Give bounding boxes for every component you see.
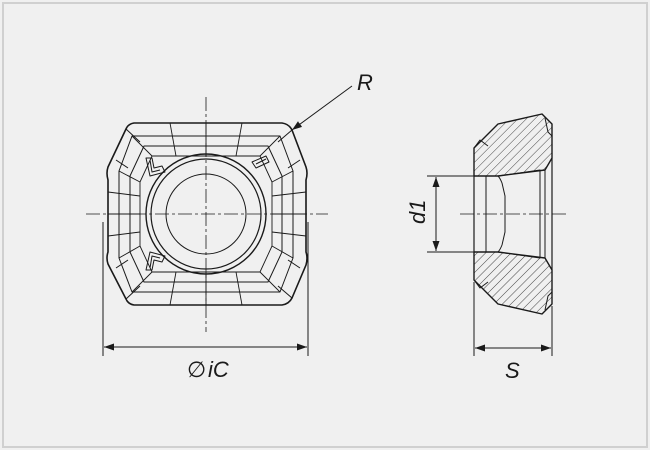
radius-label: R — [357, 70, 373, 95]
insert-marking-bottom-left — [145, 251, 166, 271]
section-body-outline — [473, 158, 553, 270]
insert-marking-right — [251, 155, 270, 169]
insert-chipbreaker-contour — [129, 145, 283, 283]
section-top-hatch — [473, 113, 553, 177]
ic-label: iC — [208, 357, 229, 382]
insert-side-section — [460, 113, 566, 315]
insert-hole-counterbore — [150, 158, 262, 270]
insert-marking-top-left — [145, 157, 166, 177]
section-bottom-hatch — [473, 251, 553, 315]
section-edge-details — [473, 117, 553, 311]
d1-label: d1 — [405, 200, 430, 224]
s-dimension — [473, 282, 553, 356]
ic-diameter-symbol: ∅ — [187, 357, 206, 382]
s-label: S — [505, 358, 520, 383]
insert-hole-outer — [145, 153, 267, 275]
insert-corner-notches — [115, 128, 301, 300]
radius-leader: R — [291, 70, 373, 131]
insert-front-view — [86, 97, 328, 332]
d1-dimension — [427, 175, 474, 253]
ic-dimension — [102, 222, 309, 356]
section-bore-lines — [474, 169, 546, 259]
insert-hole-inner — [165, 173, 247, 255]
insert-facet-lines — [107, 122, 307, 306]
